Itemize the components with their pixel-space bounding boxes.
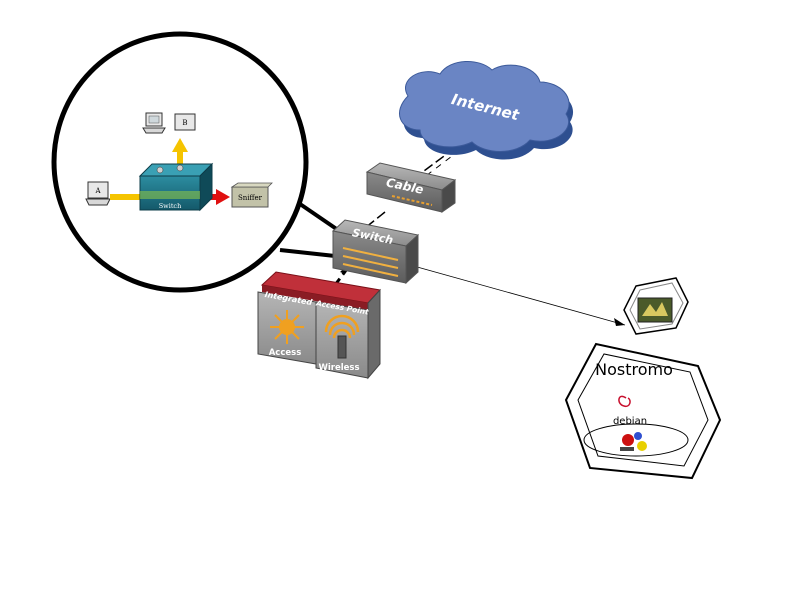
zoom-connector-bottom (279, 248, 336, 258)
network-switch: Switch (331, 219, 420, 285)
debian-swirl-icon (618, 395, 631, 408)
inset-switch-label: Switch (159, 202, 182, 210)
host-b-computer: B (142, 112, 196, 134)
cable-modem: Cable (365, 162, 457, 213)
wireless-signal-icon (324, 314, 360, 359)
arrow-a-to-switch (110, 194, 140, 200)
arrow-switch-to-sniffer-head (216, 189, 230, 205)
inset-switch: Switch (138, 162, 214, 212)
server-label: Nostromo (595, 360, 673, 379)
internet-cloud: Internet (398, 60, 574, 160)
zoom-inset: B A Switch Sniffer (51, 31, 340, 293)
link-switch-server (409, 264, 626, 326)
small-hex-device (623, 277, 689, 335)
sniffer-label: Sniffer (238, 194, 263, 202)
wireless-access-point: Integrated Access Access Point Wireless (257, 271, 381, 380)
server-cloud-ring (583, 423, 689, 457)
link-arrow-server (614, 318, 625, 326)
molecule-icon (620, 432, 647, 451)
internet-cloud-shape (398, 60, 570, 152)
arrow-switch-to-b-stem (177, 150, 183, 172)
sniffer-device: Sniffer (230, 182, 273, 208)
zoom-connector-top (298, 202, 340, 232)
debian-label: debian (613, 416, 647, 427)
arrow-switch-to-b-head (172, 138, 188, 152)
host-a-label: A (94, 187, 101, 195)
host-b-label: B (182, 119, 187, 127)
device-logo-icon (637, 297, 673, 323)
nostromo-server: Nostromo debian (564, 342, 722, 480)
ap-right-bottom-label: Wireless (318, 363, 359, 373)
host-a-computer: A (85, 181, 111, 206)
access-hub-icon (270, 310, 304, 344)
ap-left-bottom-label: Access (269, 348, 302, 358)
